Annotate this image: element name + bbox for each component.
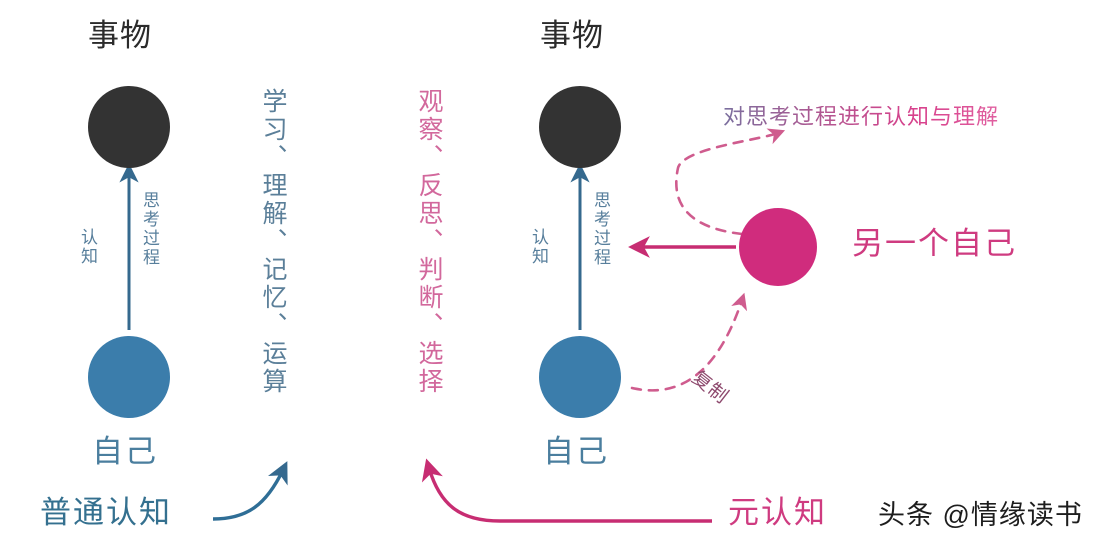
watermark-text: 头条 @情缘读书 bbox=[878, 500, 1083, 530]
right-title-thing: 事物 bbox=[540, 18, 604, 53]
left-bottom-curve-arrow bbox=[212, 461, 288, 521]
copy-dashed-arrow bbox=[630, 292, 748, 392]
left-self-label: 自己 bbox=[92, 434, 158, 469]
copy-label: 复制 bbox=[687, 367, 733, 409]
another-self-label: 另一个自己 bbox=[852, 226, 1017, 261]
right-vertical-process-list: 观察、反思、判断、选择 bbox=[415, 88, 443, 396]
left-vertical-process-list: 学习、理解、记忆、运算 bbox=[259, 88, 287, 396]
right-arrow-label-cognition: 认知 bbox=[529, 228, 549, 266]
understanding-headline: 对思考过程进行认知与理解 bbox=[723, 104, 1000, 129]
left-thing-circle bbox=[88, 86, 170, 168]
left-arrow-label-cognition: 认知 bbox=[78, 228, 98, 266]
right-thing-circle bbox=[539, 86, 621, 168]
another-self-circle bbox=[739, 208, 817, 286]
left-arrow-label-thinking: 思考过程 bbox=[140, 191, 160, 267]
left-caption-ordinary-cognition: 普通认知 bbox=[40, 495, 172, 530]
right-caption-metacognition: 元认知 bbox=[728, 495, 827, 530]
left-self-circle bbox=[88, 336, 170, 418]
right-self-circle bbox=[539, 336, 621, 418]
left-title-thing: 事物 bbox=[88, 18, 152, 53]
metacognition-baseline-arrow bbox=[421, 458, 712, 523]
right-arrow-label-thinking: 思考过程 bbox=[591, 191, 611, 267]
right-self-label: 自己 bbox=[543, 434, 609, 469]
